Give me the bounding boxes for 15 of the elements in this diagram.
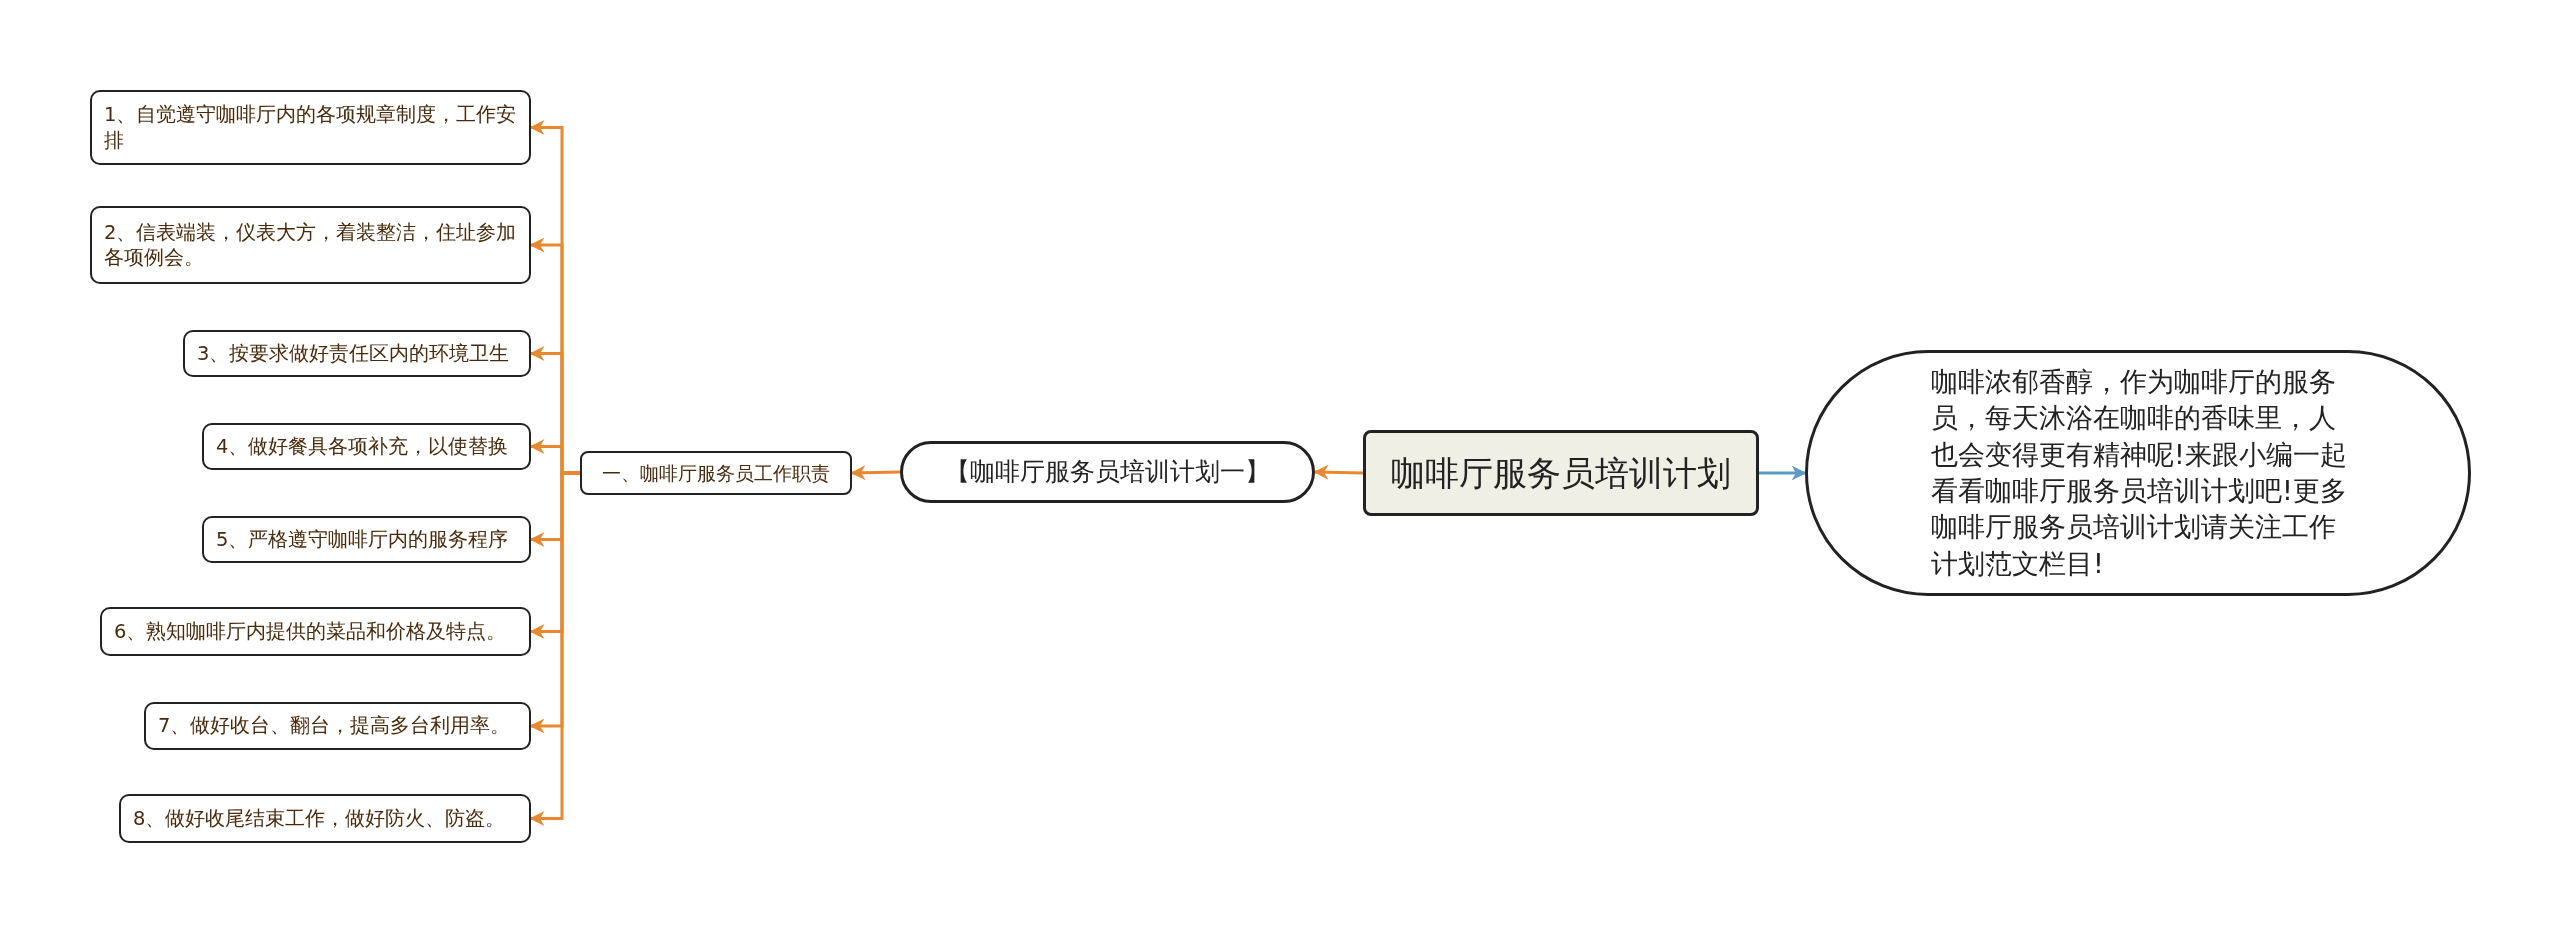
item-box: 5、严格遵守咖啡厅内的服务程序 xyxy=(202,516,531,563)
item-box: 1、自觉遵守咖啡厅内的各项规章制度，工作安排 xyxy=(90,90,531,165)
arrow xyxy=(1759,465,1807,481)
subtopic-box: 一、咖啡厅服务员工作职责 xyxy=(580,451,852,495)
arrow xyxy=(1313,464,1364,480)
section-pill: 【咖啡厅服务员培训计划一】 xyxy=(900,441,1315,503)
topic-box: 咖啡厅服务员培训计划 xyxy=(1363,430,1759,516)
arrow xyxy=(850,465,901,481)
item-box: 7、做好收台、翻台，提高多台利用率。 xyxy=(144,702,531,750)
item-box: 2、信表端装，仪表大方，着装整洁，住址参加各项例会。 xyxy=(90,206,531,284)
item-box: 8、做好收尾结束工作，做好防火、防盗。 xyxy=(119,794,531,843)
item-box: 4、做好餐具各项补充，以使替换 xyxy=(202,423,531,470)
item-box: 3、按要求做好责任区内的环境卫生 xyxy=(183,330,531,377)
item-box: 6、熟知咖啡厅内提供的菜品和价格及特点。 xyxy=(100,607,531,656)
arrow xyxy=(529,471,580,826)
